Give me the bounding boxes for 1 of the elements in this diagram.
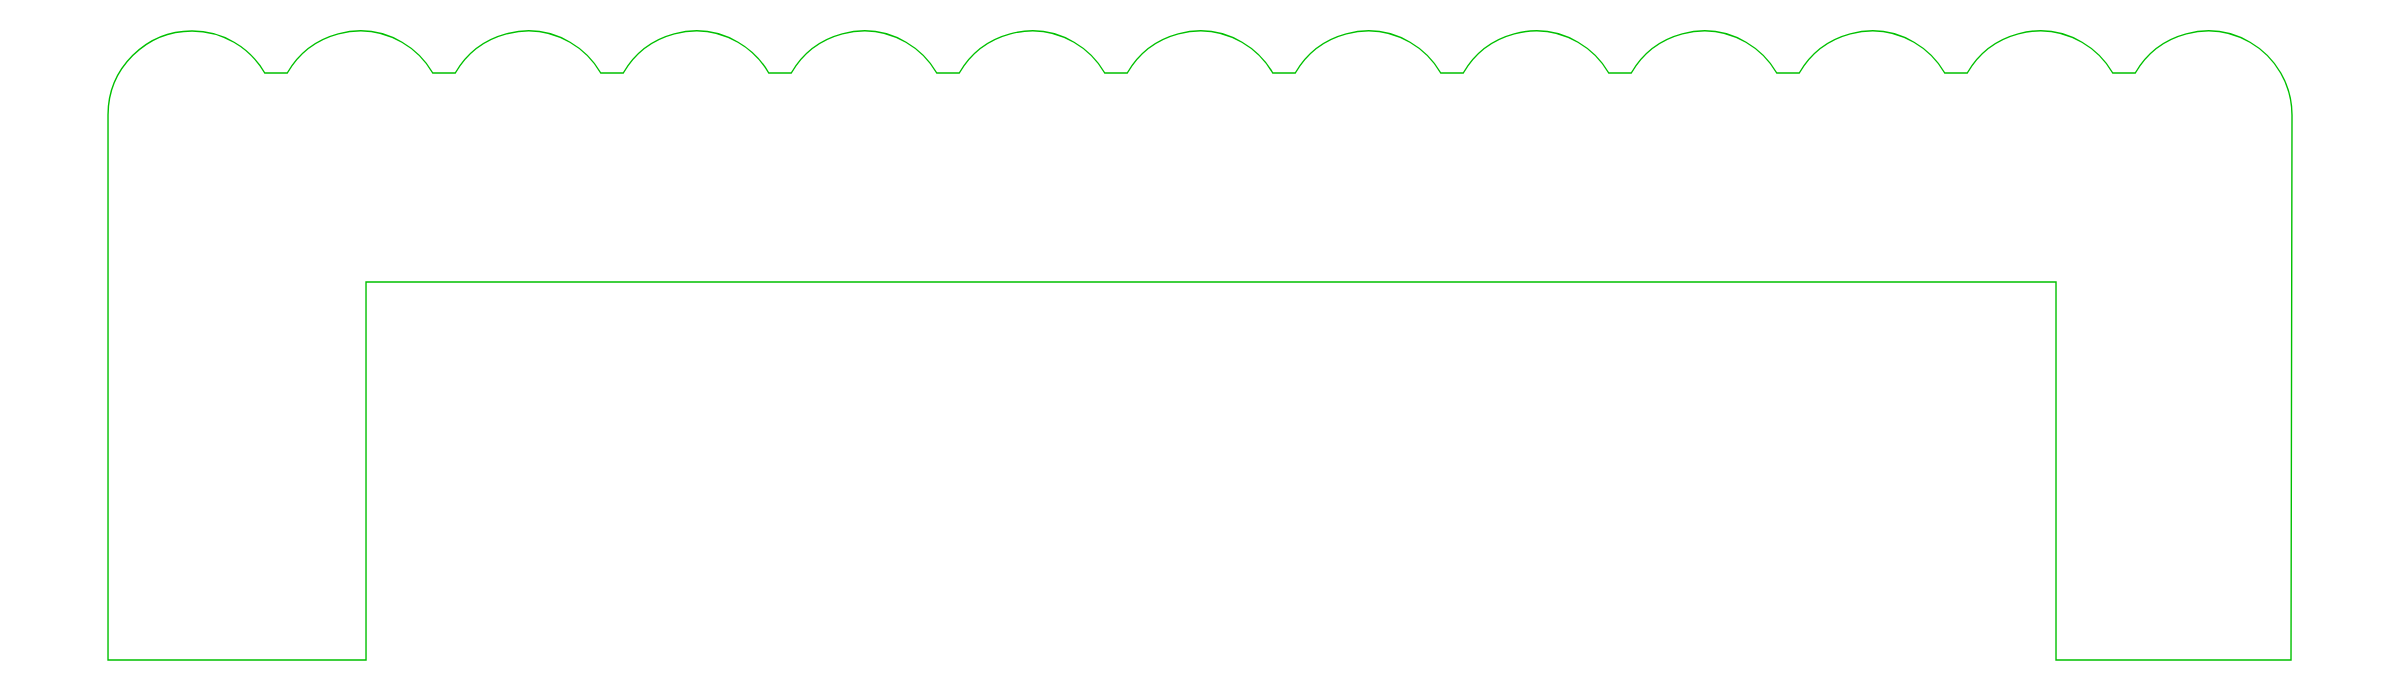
profile-drawing	[107, 30, 2293, 661]
